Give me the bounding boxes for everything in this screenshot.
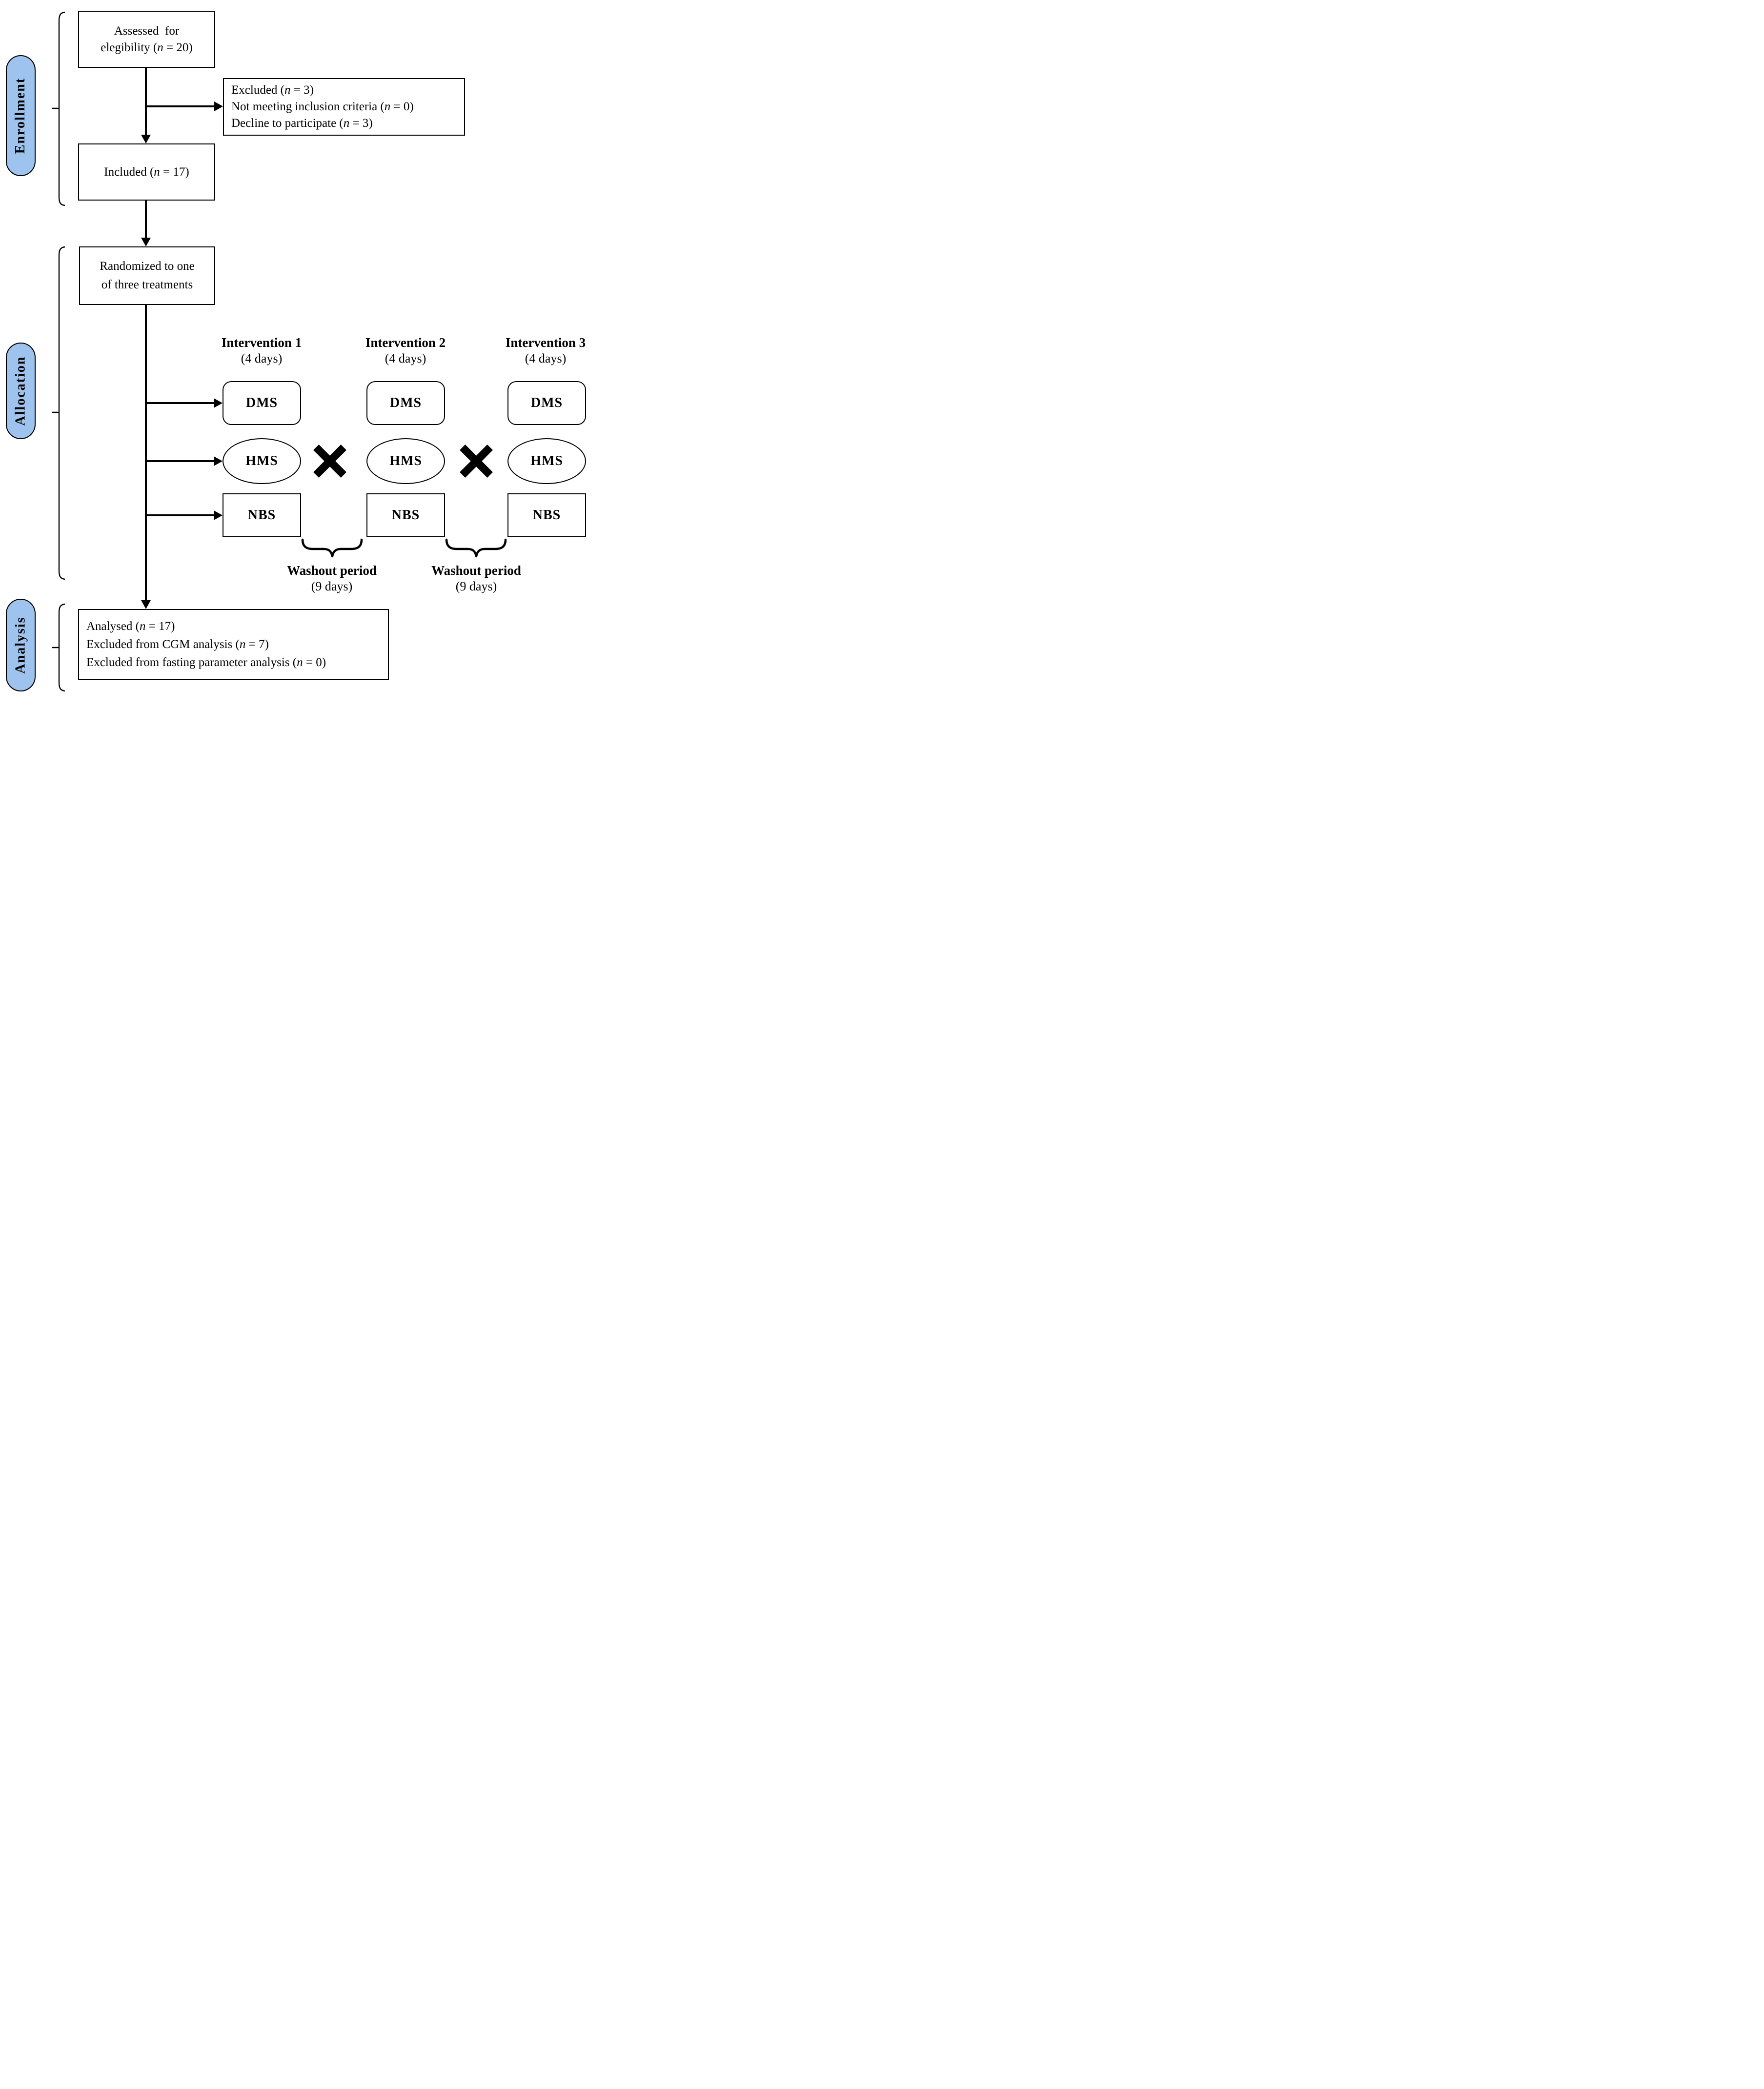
washout-label-1: Washout period (9 days) bbox=[259, 562, 405, 594]
assessed-line-2: elegibility (n = 20) bbox=[101, 41, 193, 54]
excluded-line-2: Not meeting inclusion criteria (n = 0) bbox=[231, 100, 414, 113]
analysed-box: Analysed (n = 17) Excluded from CGM anal… bbox=[78, 609, 389, 680]
analysed-line-3: Excluded from fasting parameter analysis… bbox=[86, 656, 326, 669]
hms-label-1: HMS bbox=[245, 453, 278, 468]
excluded-line-1: Excluded (n = 3) bbox=[231, 83, 314, 97]
dms-box-3: DMS bbox=[507, 381, 586, 425]
assessed-box: Assessed for elegibility (n = 20) bbox=[78, 11, 215, 68]
enrollment-label: Enrollment bbox=[13, 77, 28, 154]
dms-box-1: DMS bbox=[223, 381, 301, 425]
allocation-label: Allocation bbox=[13, 356, 28, 426]
intervention-3-title: Intervention 3 bbox=[505, 335, 586, 350]
arrowhead-included bbox=[141, 135, 151, 143]
excluded-box: Excluded (n = 3) Not meeting inclusion c… bbox=[223, 78, 465, 136]
included-box: Included (n = 17) bbox=[78, 143, 215, 201]
analysis-label: Analysis bbox=[13, 616, 28, 674]
washout-1-title: Washout period bbox=[287, 563, 377, 578]
hms-ellipse-3: HMS bbox=[507, 438, 586, 484]
arrowhead-excluded bbox=[214, 101, 223, 111]
arrowhead-randomized bbox=[141, 238, 151, 246]
crossover-x-icon-2 bbox=[460, 445, 493, 478]
randomized-line-1: Randomized to one bbox=[100, 260, 195, 273]
nbs-box-2: NBS bbox=[366, 493, 445, 537]
intervention-2-duration: (4 days) bbox=[385, 351, 426, 365]
dms-label-1: DMS bbox=[245, 395, 278, 410]
section-label-enrollment: Enrollment bbox=[6, 55, 36, 176]
intervention-1-title: Intervention 1 bbox=[221, 335, 302, 350]
dms-label-3: DMS bbox=[530, 395, 563, 410]
included-line-1: Included (n = 17) bbox=[104, 165, 189, 179]
washout-brace-1 bbox=[301, 538, 363, 558]
analysed-line-1: Analysed (n = 17) bbox=[86, 620, 175, 633]
intervention-1-header: Intervention 1 (4 days) bbox=[203, 335, 320, 366]
hms-label-2: HMS bbox=[389, 453, 422, 468]
nbs-box-3: NBS bbox=[507, 493, 586, 537]
analysed-line-2: Excluded from CGM analysis (n = 7) bbox=[86, 638, 269, 651]
washout-1-duration: (9 days) bbox=[311, 579, 353, 593]
analysis-bracket bbox=[52, 603, 65, 692]
randomized-line-2: of three treatments bbox=[101, 278, 193, 291]
connector-layer bbox=[52, 11, 507, 692]
crossover-x-icon-1 bbox=[313, 445, 346, 478]
arrowhead-analysed bbox=[141, 600, 151, 609]
nbs-box-1: NBS bbox=[223, 493, 301, 537]
randomized-box: Randomized to one of three treatments bbox=[79, 246, 215, 305]
hms-ellipse-1: HMS bbox=[223, 438, 301, 484]
enrollment-bracket bbox=[52, 11, 65, 206]
hms-ellipse-2: HMS bbox=[366, 438, 445, 484]
section-label-analysis: Analysis bbox=[6, 599, 36, 691]
arrowhead-nbs bbox=[214, 510, 223, 520]
section-label-allocation: Allocation bbox=[6, 343, 36, 439]
assessed-line-1: Assessed for bbox=[114, 24, 180, 38]
intervention-1-duration: (4 days) bbox=[241, 351, 283, 365]
intervention-2-header: Intervention 2 (4 days) bbox=[347, 335, 464, 366]
nbs-label-2: NBS bbox=[391, 507, 420, 523]
hms-label-3: HMS bbox=[530, 453, 563, 468]
arrowhead-hms bbox=[214, 456, 223, 466]
washout-2-duration: (9 days) bbox=[455, 579, 497, 593]
washout-2-title: Washout period bbox=[431, 563, 521, 578]
dms-label-2: DMS bbox=[389, 395, 422, 410]
intervention-2-title: Intervention 2 bbox=[365, 335, 446, 350]
dms-box-2: DMS bbox=[366, 381, 445, 425]
arrowhead-dms bbox=[214, 398, 223, 408]
intervention-3-duration: (4 days) bbox=[525, 351, 567, 365]
intervention-3-header: Intervention 3 (4 days) bbox=[487, 335, 588, 366]
nbs-label-1: NBS bbox=[247, 507, 276, 523]
washout-label-2: Washout period (9 days) bbox=[403, 562, 549, 594]
washout-brace-2 bbox=[445, 538, 507, 558]
excluded-line-3: Decline to participate (n = 3) bbox=[231, 117, 373, 130]
allocation-bracket bbox=[52, 246, 65, 580]
consort-flow-diagram: Enrollment Allocation Analysis Assessed … bbox=[0, 0, 588, 696]
nbs-label-3: NBS bbox=[532, 507, 561, 523]
